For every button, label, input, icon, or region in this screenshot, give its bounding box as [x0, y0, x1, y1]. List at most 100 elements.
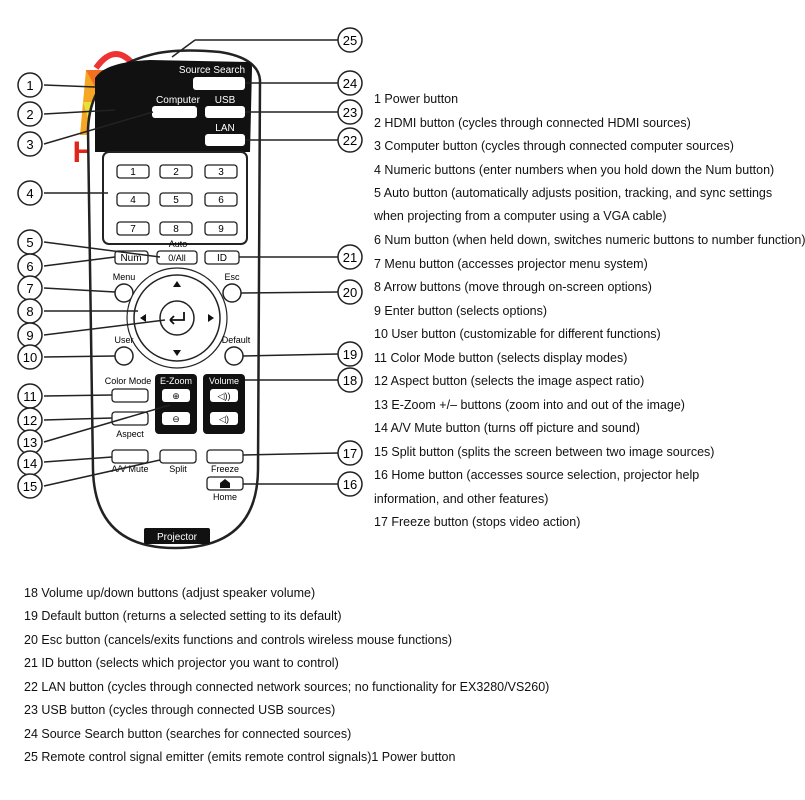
esc-button[interactable]: [222, 283, 242, 303]
callout-4: 4: [26, 186, 33, 201]
legend-line: 22 LAN button (cycles through connected …: [24, 680, 550, 694]
volume-down-button[interactable]: [210, 412, 238, 425]
legend-line: information, and other features): [374, 492, 549, 506]
legend-line: 20 Esc button (cancels/exits functions a…: [24, 633, 452, 647]
lan-button[interactable]: [205, 134, 245, 146]
legend-line: 3 Computer button (cycles through connec…: [374, 139, 734, 153]
id-label: ID: [217, 253, 227, 264]
num-key-7[interactable]: [116, 221, 150, 236]
num-key-6[interactable]: [204, 192, 238, 207]
callout-5: 5: [26, 235, 33, 250]
split-label: Split: [169, 464, 187, 474]
num-key-5[interactable]: [159, 192, 193, 207]
callout-1: 1: [26, 78, 33, 93]
callout-16: 16: [343, 477, 357, 492]
callout-15: 15: [23, 479, 37, 494]
callout-24: 24: [343, 76, 357, 91]
ezoom-label: E-Zoom: [160, 376, 192, 386]
ezoom-plus-icon: ⊕: [172, 391, 180, 401]
legend-line: when projecting from a computer using a …: [374, 209, 667, 223]
legend-line: 10 User button (customizable for differe…: [374, 327, 661, 341]
legend-line: 24 Source Search button (searches for co…: [24, 727, 352, 741]
legend-line: 14 A/V Mute button (turns off picture an…: [374, 421, 640, 435]
num-key-4-label: 4: [130, 195, 136, 206]
ezoom-minus-button[interactable]: [162, 412, 190, 425]
freeze-label: Freeze: [211, 464, 239, 474]
callout-21: 21: [343, 250, 357, 265]
freeze-button[interactable]: [206, 449, 244, 464]
legend-line: 7 Menu button (accesses projector menu s…: [374, 257, 648, 271]
num-key-9[interactable]: [204, 221, 238, 236]
split-button[interactable]: [159, 449, 197, 464]
ezoom-plus-button[interactable]: [162, 389, 190, 402]
projector-label: Projector: [157, 532, 198, 543]
callout-8: 8: [26, 304, 33, 319]
enter-icon: [169, 312, 185, 325]
volume-up-icon: ◁)): [218, 391, 231, 401]
callout-11: 11: [23, 389, 37, 404]
legend-line: 18 Volume up/down buttons (adjust speake…: [24, 586, 316, 600]
legend-line: 12 Aspect button (selects the image aspe…: [374, 374, 645, 388]
computer-button[interactable]: [152, 106, 197, 118]
volume-label: Volume: [209, 376, 239, 386]
volume-up-button[interactable]: [210, 389, 238, 402]
callout-20: 20: [343, 285, 357, 300]
legend-line: 17 Freeze button (stops video action): [374, 515, 581, 529]
user-button[interactable]: [114, 346, 134, 366]
callout-6: 6: [26, 259, 33, 274]
menu-button[interactable]: [114, 283, 134, 303]
ezoom-minus-icon: ⊖: [172, 414, 180, 424]
num-key-3-label: 3: [218, 167, 224, 178]
menu-label: Menu: [113, 272, 136, 282]
legend-line: 6 Num button (when held down, switches n…: [374, 233, 805, 247]
callout-12: 12: [23, 413, 37, 428]
lan-label: LAN: [215, 123, 234, 134]
arrow-down-icon[interactable]: [173, 350, 181, 356]
default-button[interactable]: [224, 346, 244, 366]
num-key-2-label: 2: [173, 167, 179, 178]
default-label: Default: [222, 335, 251, 345]
num-key-8[interactable]: [159, 221, 193, 236]
num-key-3[interactable]: [204, 164, 238, 179]
legend-line: 21 ID button (selects which projector yo…: [24, 656, 339, 670]
num-key-7-label: 7: [130, 224, 136, 235]
numeric-keypad: 1 2 3 4 5 6 7 8 9: [116, 164, 238, 236]
callout-23: 23: [343, 105, 357, 120]
callouts: 1 2 3 4 5 6 7 8 9 10 11 12 13 14 15 16 1…: [17, 27, 363, 499]
callout-7: 7: [26, 281, 33, 296]
color-mode-label: Color Mode: [105, 376, 152, 386]
legend-line: 15 Split button (splits the screen betwe…: [374, 445, 715, 459]
home-icon: [220, 479, 230, 488]
num-label: Num: [120, 253, 141, 264]
arrow-up-icon[interactable]: [173, 281, 181, 287]
legend-line: 8 Arrow buttons (move through on-screen …: [374, 280, 652, 294]
source-search-button[interactable]: [193, 77, 245, 90]
num-key-9-label: 9: [218, 224, 224, 235]
legend-line: 4 Numeric buttons (enter numbers when yo…: [374, 163, 775, 177]
av-mute-label: A/V Mute: [111, 464, 148, 474]
av-mute-button[interactable]: [111, 449, 149, 464]
usb-button[interactable]: [205, 106, 245, 118]
callout-19: 19: [343, 347, 357, 362]
color-mode-button[interactable]: [111, 388, 149, 403]
auto-label: Auto: [169, 239, 188, 249]
callout-14: 14: [23, 456, 37, 471]
computer-label: Computer: [156, 95, 201, 106]
callout-18: 18: [343, 373, 357, 388]
aspect-button[interactable]: [111, 411, 149, 426]
enter-button[interactable]: [159, 300, 195, 336]
legend-line: 25 Remote control signal emitter (emits …: [24, 750, 456, 764]
zero-all-label: 0/All: [168, 253, 186, 263]
arrow-right-icon[interactable]: [208, 314, 214, 322]
legend-line: 23 USB button (cycles through connected …: [24, 703, 336, 717]
callout-3: 3: [26, 137, 33, 152]
num-key-2[interactable]: [159, 164, 193, 179]
zero-all-button[interactable]: [156, 250, 198, 265]
num-key-4[interactable]: [116, 192, 150, 207]
num-key-1[interactable]: [116, 164, 150, 179]
aspect-label: Aspect: [116, 429, 144, 439]
legend-line: 16 Home button (accesses source selectio…: [374, 468, 700, 482]
arrow-left-icon[interactable]: [140, 314, 146, 322]
callout-10: 10: [23, 350, 37, 365]
